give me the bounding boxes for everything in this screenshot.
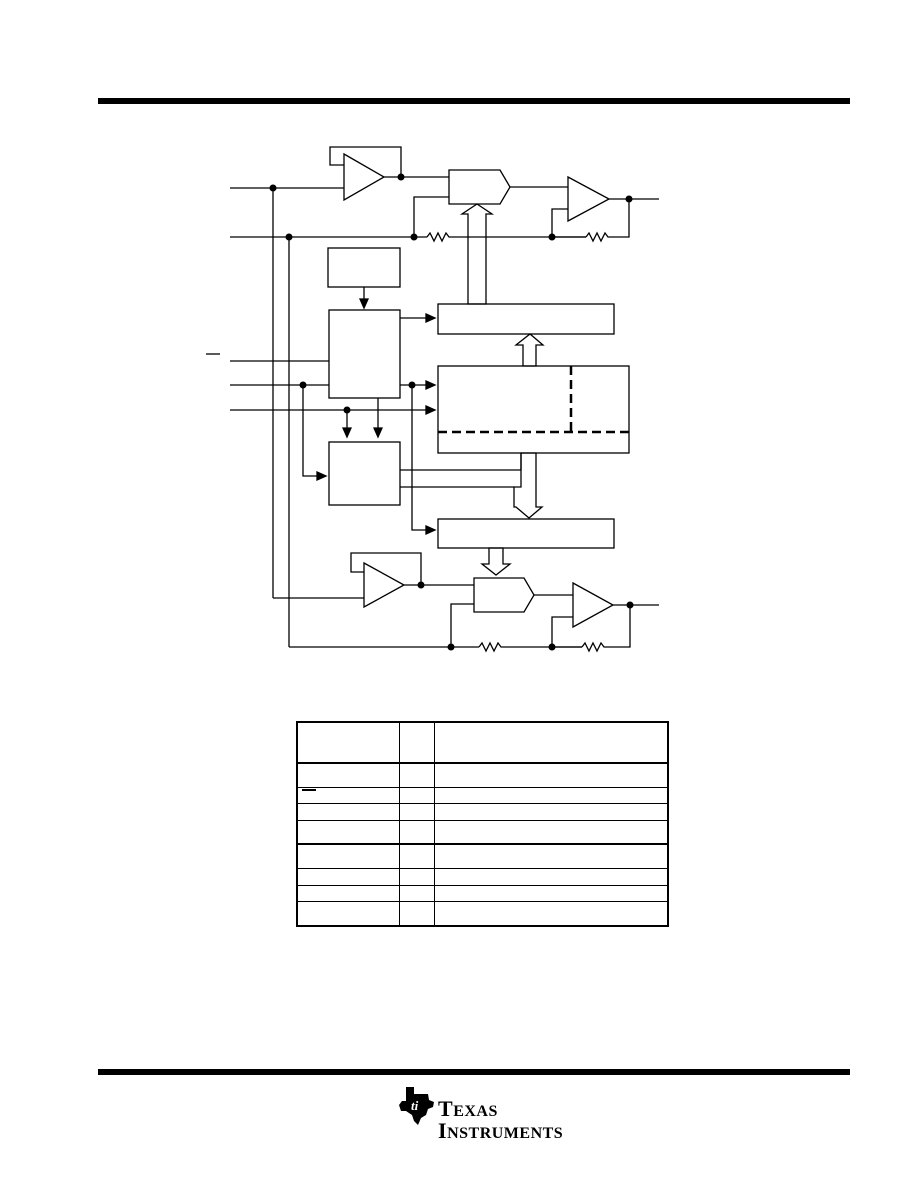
shift-register-block: [437, 365, 630, 454]
dac-a: [448, 169, 511, 205]
table-row: [296, 843, 669, 870]
dac-b: [473, 577, 535, 613]
table-cell: [399, 901, 435, 927]
table-row: [296, 803, 669, 821]
dac-latch-a: [437, 303, 615, 335]
header-cell: [434, 721, 669, 764]
logo-line-1: TEXAS: [438, 1096, 498, 1121]
table-row: [296, 819, 669, 845]
resistor: [478, 641, 503, 653]
table-cell: [399, 843, 435, 870]
resistor: [585, 231, 610, 243]
table-cell: [399, 786, 435, 805]
output-amplifier-a: [567, 175, 611, 223]
table-cell: [434, 868, 669, 886]
table-cell: [399, 868, 435, 886]
table-cell-overbar: [296, 786, 400, 805]
table-cell: [296, 884, 400, 903]
footer-rule: [98, 1069, 850, 1075]
header-cell: [399, 721, 435, 764]
power-on-reset-block: [327, 247, 401, 288]
dac-latch-b: [437, 518, 615, 549]
functional-block-diagram: [206, 146, 659, 653]
table-cell: [296, 803, 400, 821]
logo-line-2: INSTRUMENTS: [438, 1118, 564, 1143]
table-row: [296, 884, 669, 903]
bus-arrow-down-dac-b: [480, 547, 512, 576]
table-cell: [399, 819, 435, 845]
table-cell: [296, 901, 400, 927]
table-cell: [296, 868, 400, 886]
header-rule: [98, 98, 850, 104]
bus-arrow-up-register: [514, 333, 545, 367]
table-cell: [296, 762, 400, 788]
pin-description-table: [296, 721, 669, 927]
table-cell: [434, 803, 669, 821]
header-cell: [296, 721, 400, 764]
table-cell: [399, 884, 435, 903]
table-cell: [296, 843, 400, 870]
table-cell: [399, 762, 435, 788]
overbar-mark: [298, 788, 399, 803]
table-row: [296, 901, 669, 927]
buffer-amplifier-bottom: [363, 561, 406, 609]
resistor: [581, 641, 606, 653]
table-cell: [296, 819, 400, 845]
table-row: [296, 786, 669, 805]
table-cell: [434, 901, 669, 927]
buffer-amplifier-top: [343, 152, 386, 202]
table-cell: [399, 803, 435, 821]
table-cell: [434, 762, 669, 788]
table-cell: [434, 786, 669, 805]
ti-state-icon: ti: [399, 1087, 434, 1125]
table-cell: [434, 843, 669, 870]
bus-arrow-down-latch-b: [513, 452, 544, 519]
table-row: [296, 762, 669, 788]
table-cell: [434, 884, 669, 903]
svg-text:ti: ti: [411, 1098, 419, 1113]
table-cell: [434, 819, 669, 845]
texas-instruments-logo: ti TEXAS INSTRUMENTS: [398, 1085, 563, 1142]
bus-arrow-up-dac-a: [459, 203, 495, 305]
resistor: [426, 231, 451, 243]
table-header-row: [296, 721, 669, 764]
serial-interface-block: [328, 309, 401, 399]
table-row: [296, 868, 669, 886]
output-amplifier-b: [572, 581, 615, 629]
control-logic-block: [328, 441, 401, 506]
